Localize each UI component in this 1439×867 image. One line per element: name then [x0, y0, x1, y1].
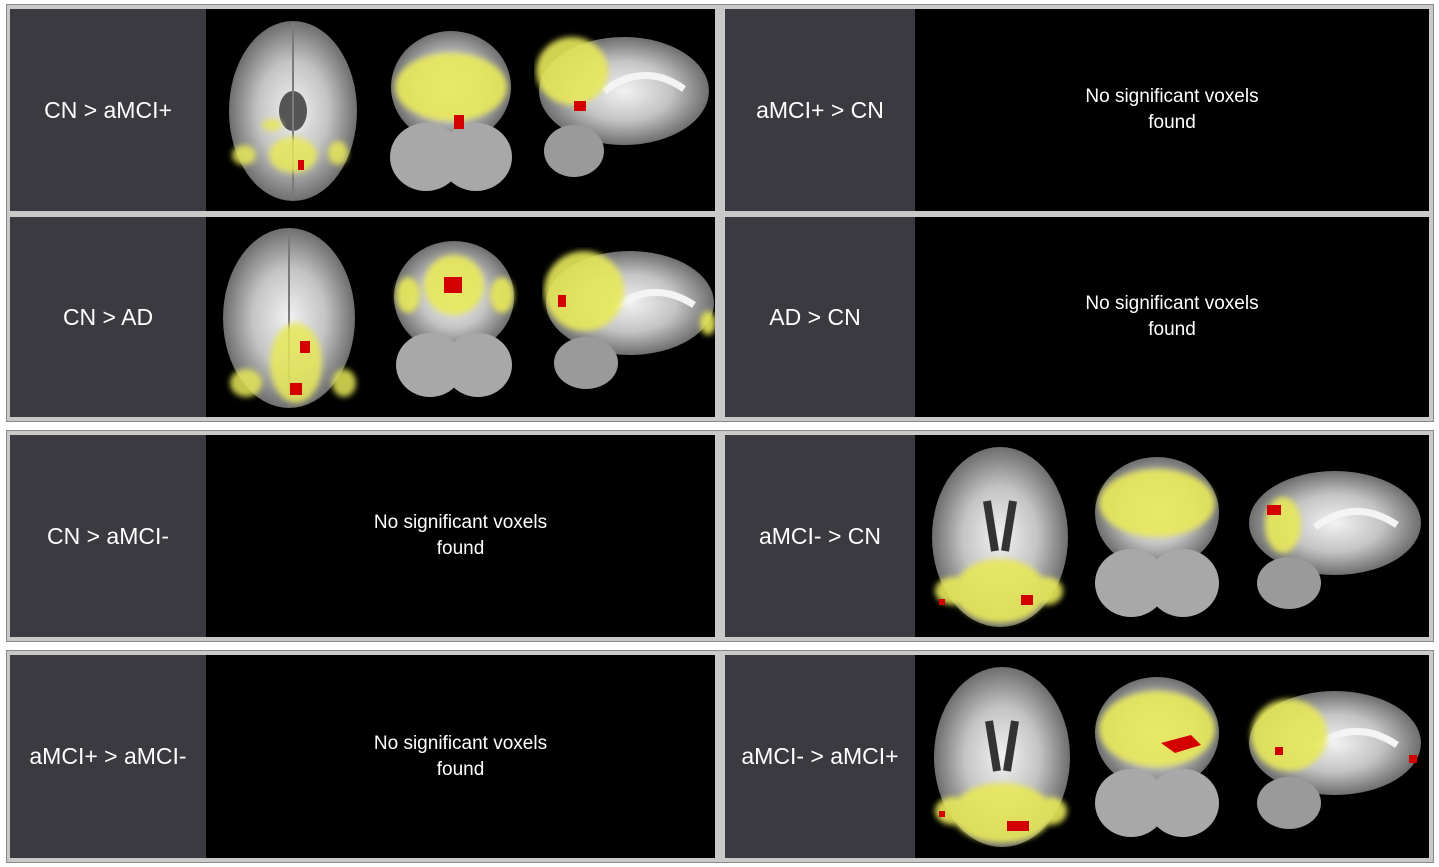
axial-slice-image — [932, 447, 1068, 627]
panel-ad-gt-cn: AD > CN No significant voxels found — [725, 217, 1429, 417]
no-result-area: No significant voxels found — [206, 435, 715, 637]
panel-amci-plus-gt-cn: aMCI+ > CN No significant voxels found — [725, 9, 1429, 211]
no-result-area: No significant voxels found — [915, 217, 1429, 417]
message-line-2: found — [1148, 319, 1196, 340]
brain-images — [915, 435, 1429, 637]
sagittal-slice-image — [1249, 691, 1421, 829]
coronal-slice-image — [394, 241, 514, 397]
panel-group-bottom: aMCI+ > aMCI- No significant voxels foun… — [6, 650, 1434, 863]
panel-label: aMCI+ > CN — [725, 9, 915, 211]
no-result-area: No significant voxels found — [206, 655, 715, 858]
panel-amci-minus-gt-cn: aMCI- > CN — [725, 435, 1429, 637]
panel-label: CN > AD — [10, 217, 206, 417]
panel-cn-gt-ad: CN > AD — [10, 217, 715, 417]
panel-amci-minus-gt-amci-plus: aMCI- > aMCI+ — [725, 655, 1429, 858]
sagittal-slice-image — [1249, 471, 1421, 609]
panel-label: aMCI+ > aMCI- — [10, 655, 206, 858]
coronal-slice-image — [1095, 677, 1219, 837]
message-line-1: No significant voxels — [373, 732, 548, 754]
message-line-2: found — [436, 758, 485, 780]
message-line-1: No significant voxels — [373, 512, 548, 533]
brain-images — [206, 217, 715, 417]
message-line-2: found — [436, 538, 485, 559]
coronal-slice-image — [1095, 457, 1219, 617]
panel-amci-plus-gt-amci-minus: aMCI+ > aMCI- No significant voxels foun… — [10, 655, 715, 858]
no-significant-voxels-message: No significant voxels found — [206, 655, 715, 858]
message-line-2: found — [1148, 112, 1196, 133]
no-result-area: No significant voxels found — [915, 9, 1429, 211]
axial-slice-image — [229, 21, 357, 201]
no-significant-voxels-message: No significant voxels found — [206, 435, 715, 637]
axial-slice-image — [223, 228, 356, 408]
panel-label: AD > CN — [725, 217, 915, 417]
panel-label: CN > aMCI+ — [10, 9, 206, 211]
panel-label: aMCI- > CN — [725, 435, 915, 637]
no-significant-voxels-message: No significant voxels found — [915, 9, 1429, 211]
panel-group-middle: CN > aMCI- No significant voxels found a… — [6, 430, 1434, 642]
message-line-1: No significant voxels — [1085, 86, 1259, 107]
message-line-1: No significant voxels — [1085, 293, 1259, 314]
panel-label: aMCI- > aMCI+ — [725, 655, 915, 858]
panel-label: CN > aMCI- — [10, 435, 206, 637]
brain-images — [915, 655, 1429, 858]
axial-slice-image — [934, 667, 1070, 847]
panel-cn-gt-amci-plus: CN > aMCI+ — [10, 9, 715, 211]
panel-cn-gt-amci-minus: CN > aMCI- No significant voxels found — [10, 435, 715, 637]
coronal-slice-image — [390, 31, 512, 191]
brain-images — [206, 9, 715, 211]
no-significant-voxels-message: No significant voxels found — [915, 217, 1429, 417]
sagittal-slice-image — [544, 251, 715, 389]
panel-group-top: CN > aMCI+ — [6, 4, 1434, 422]
sagittal-slice-image — [536, 37, 709, 177]
